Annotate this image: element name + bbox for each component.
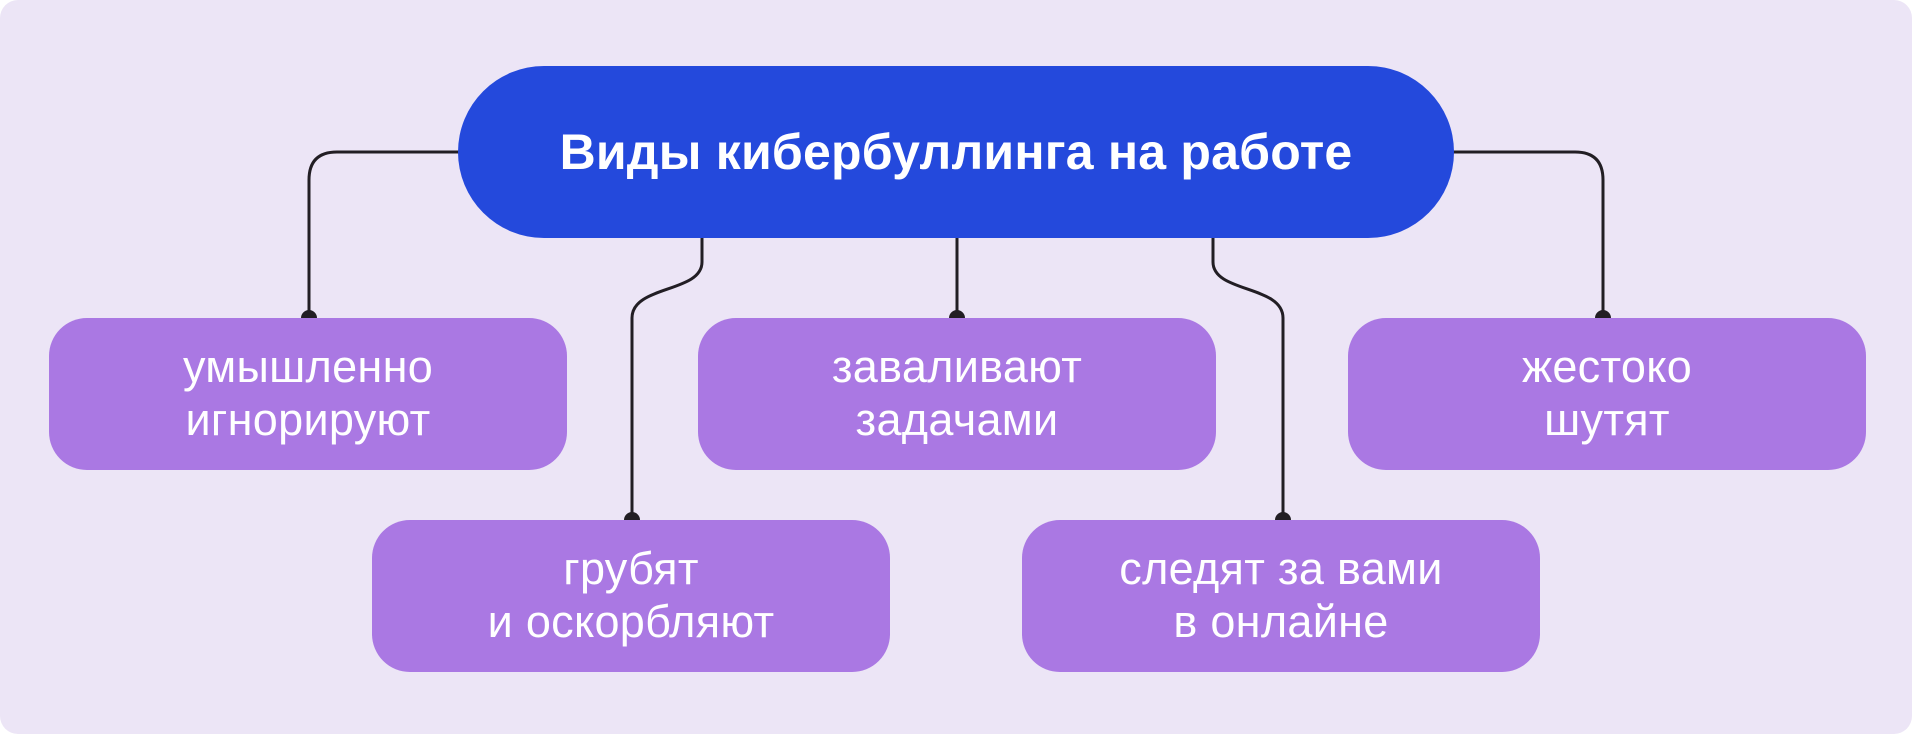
connector-root-to-stalk [1211, 236, 1285, 522]
node-jokes-label: жестоко шутят [1521, 341, 1693, 445]
connector-root-to-jokes [1452, 150, 1605, 320]
node-rude: грубят и оскорбляют [372, 520, 890, 672]
node-rude-label: грубят и оскорбляют [487, 543, 775, 647]
connector-root-to-ignore [307, 150, 460, 320]
node-ignore: умышленно игнорируют [49, 318, 567, 470]
root-node-title: Виды кибербуллинга на работе [458, 66, 1454, 238]
node-jokes: жестоко шутят [1348, 318, 1866, 470]
node-tasks: заваливают задачами [698, 318, 1216, 470]
node-ignore-label: умышленно игнорируют [182, 341, 434, 445]
node-stalk: следят за вами в онлайне [1022, 520, 1540, 672]
connector-root-to-rude [630, 236, 704, 522]
node-stalk-label: следят за вами в онлайне [1119, 543, 1443, 647]
root-node-label: Виды кибербуллинга на работе [559, 124, 1353, 180]
node-tasks-label: заваливают задачами [831, 341, 1083, 445]
